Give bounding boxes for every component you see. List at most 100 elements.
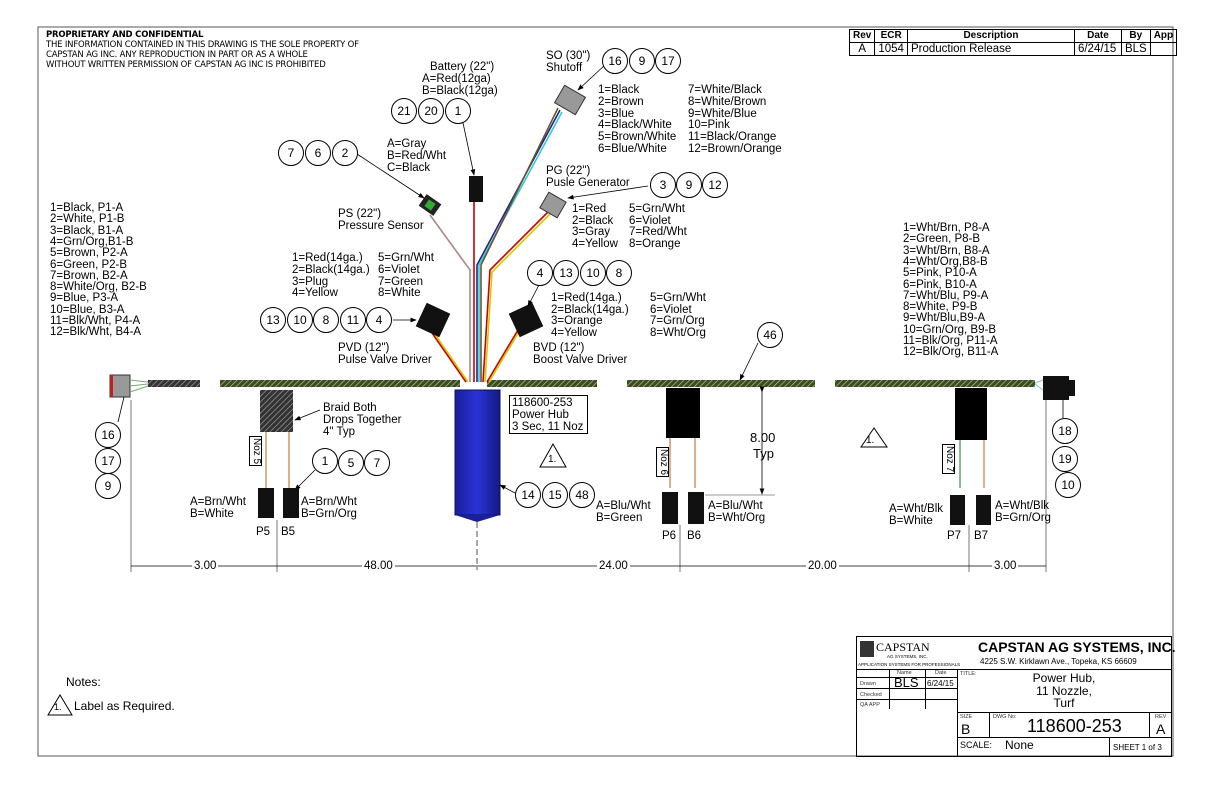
p7-label: P7 [947, 530, 962, 542]
hub-desc: 3 Sec, 11 Noz [512, 421, 584, 433]
pin-assignment: 9=Wht/Blu,B9-A [903, 312, 986, 325]
balloon: 7 [364, 450, 390, 476]
app-header: App [1149, 29, 1178, 43]
leader-lines [117, 63, 1064, 494]
pin-assignment: 7=White/Black [688, 84, 762, 96]
balloon: 12 [702, 172, 728, 198]
pin-assignment: 8=White [378, 287, 421, 300]
balloon: 4 [527, 260, 553, 286]
pin-assignment: 6=Violet [629, 214, 671, 227]
pin-assignment: 11=Black/Orange [688, 131, 777, 144]
sheet-number: SHEET 1 of 3 [1113, 743, 1162, 752]
pin-assignment: 2=Brown [598, 95, 644, 108]
date-cell: 6/24/15 [1073, 42, 1122, 56]
pin-assignment: 4=Black/White [598, 119, 672, 132]
confidential-heading: PROPRIETARY AND CONFIDENTIAL [46, 30, 204, 40]
dimension-value: 3.00 [992, 560, 1019, 573]
bvd-title: BVD (12") [533, 342, 585, 354]
balloon: 17 [95, 448, 121, 474]
balloon: 3 [650, 172, 676, 198]
p5-label: P5 [256, 526, 271, 538]
power-hub [454, 389, 501, 570]
revision-row: A 1054 Production Release 6/24/15 BLS [848, 42, 1178, 56]
p5-pin: A=Brn/Wht [190, 496, 246, 508]
pin-assignment: 11=Blk/Wht, P4-A [50, 315, 141, 327]
typ-dim-value: 8.00 [750, 430, 776, 445]
pin-assignment: 12=Blk/Wht, B4-A [50, 326, 142, 339]
battery-pin: A=Red(12ga) [422, 73, 491, 85]
pin-assignment: 5=Grn/Wht [629, 203, 685, 215]
b6-label: B6 [687, 530, 702, 542]
b6-pin: B=Wht/Org [708, 512, 766, 524]
sheet-size: B [961, 721, 971, 737]
p5-pin: B=White [190, 508, 234, 520]
pin-assignment: 1=Red [572, 203, 607, 215]
pin-assignment: 2=Green, P8-B [903, 233, 981, 246]
pin-assignment: 1=Black, P1-A [50, 202, 124, 214]
qa-label: QA APP [860, 702, 880, 708]
pin-assignment: 6=Green, P2-B [50, 258, 128, 271]
pin-assignment: 6=Blue/White [598, 143, 667, 155]
p7-pin: B=White [889, 515, 933, 527]
drop-7 [950, 388, 991, 525]
balloon: 13 [553, 260, 579, 286]
pin-assignment: 5=Brown, P2-A [50, 247, 128, 260]
pvd-title: PVD (12") [338, 342, 390, 354]
by-header: By [1120, 29, 1151, 43]
pin-assignment: 10=Grn/Org, B9-B [903, 323, 996, 336]
date-header: Date [1073, 29, 1122, 43]
pin-assignment: 1=Wht/Brn, P8-A [903, 222, 990, 234]
balloon: 19 [1052, 446, 1078, 472]
noz-5-tag: Noz 5 [249, 436, 262, 467]
rev-header: Rev [848, 29, 876, 43]
pin-assignment: 2=Black(14ga.) [292, 263, 370, 276]
drawing-number: 118600-253 [1027, 716, 1122, 736]
b7-pin: B=Grn/Org [995, 512, 1051, 524]
pin-assignment: 3=Orange [551, 315, 603, 327]
notes-heading: Notes: [66, 675, 101, 689]
braid-note: 4" Typ [323, 426, 356, 438]
pin-assignment: 7=Green [378, 275, 424, 288]
note-item: Label as Required. [74, 699, 175, 713]
ps-pin: B=Red/Wht [387, 150, 447, 162]
balloon: 10 [580, 260, 606, 286]
pin-assignment: 10=Blue, B3-A [50, 303, 125, 316]
pin-assignment: 2=Black(14ga.) [551, 303, 629, 316]
ps-pin: A=Gray [387, 138, 427, 150]
pin-assignment: 3=Wht/Brn, B8-A [903, 244, 990, 257]
title-line: 11 Nozzle, [1036, 683, 1092, 698]
balloon: 9 [676, 172, 702, 198]
ps-title: PS (22") [338, 208, 382, 220]
pin-assignment: 3=Black, B1-A [50, 224, 124, 237]
pin-assignment: 5=Grn/Wht [378, 252, 434, 264]
pin-assignment: 8=White/Brown [688, 95, 767, 108]
b7-label: B7 [974, 530, 989, 542]
b5-label: B5 [281, 526, 296, 538]
checked-label: Checked [860, 692, 882, 698]
pin-assignment: 4=Yellow [292, 287, 338, 300]
pvd-subtitle: Pulse Valve Driver [338, 354, 432, 366]
balloon: 5 [338, 450, 364, 476]
right-end-connector [1034, 376, 1075, 400]
drawn-by: BLS [894, 675, 919, 690]
balloon: 17 [655, 48, 681, 74]
left-end-connector [109, 374, 149, 398]
pin-assignment: 1=Red(14ga.) [292, 252, 363, 264]
balloon: 8 [606, 260, 632, 286]
balloon: 16 [95, 422, 121, 448]
rev-cell: A [848, 42, 876, 56]
title-line: Power Hub, [1032, 671, 1096, 685]
b5-pin: A=Brn/Wht [301, 496, 357, 508]
dimension-value: 48.00 [362, 560, 395, 573]
balloon: 20 [418, 98, 444, 124]
logo-building-icon [860, 641, 874, 657]
hub-wire-bundle [429, 107, 563, 383]
pressure-sensor-connector [418, 194, 442, 216]
noz-7-tag: Noz 7 [942, 444, 955, 475]
typ-dim-label: Typ [753, 446, 774, 461]
app-cell [1149, 42, 1178, 56]
size-label: SIZE [960, 714, 973, 720]
revision: A [1156, 721, 1166, 737]
balloon: 1 [445, 98, 471, 124]
